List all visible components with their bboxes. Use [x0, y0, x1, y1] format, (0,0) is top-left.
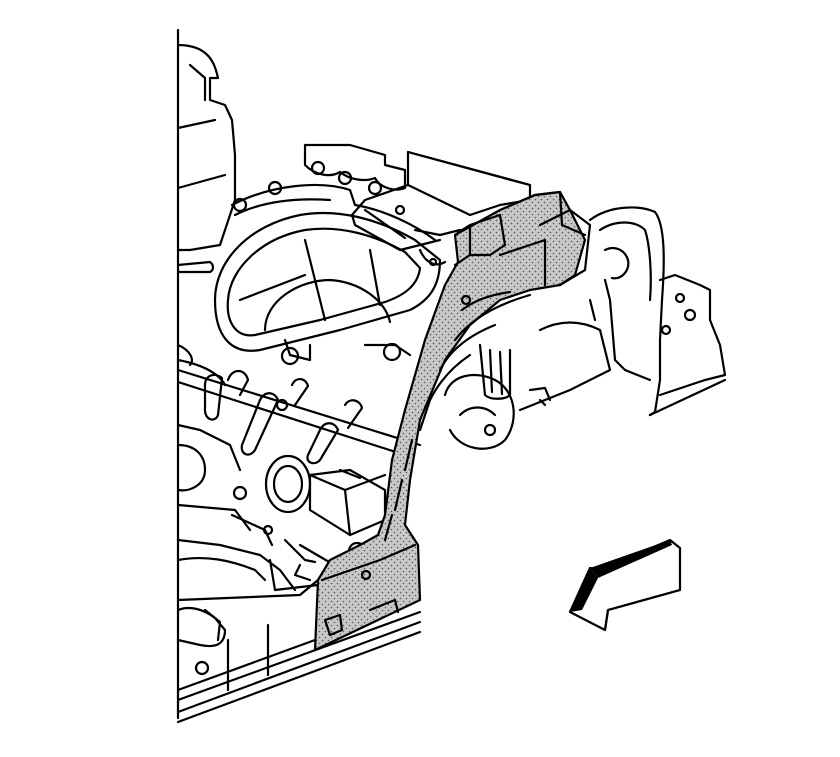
bottom-sill: [176, 558, 422, 724]
rear-floor-section: [176, 423, 387, 592]
highlighted-panel-details: [320, 190, 592, 637]
right-quarter-structure: [443, 206, 727, 450]
left-body-section: [176, 28, 237, 720]
front-direction-arrow-icon: [568, 538, 682, 632]
upper-crossmember: [350, 150, 532, 267]
rear-cross-panel: [176, 368, 422, 465]
highlighted-wheelhouse-panel: [313, 190, 587, 652]
rear-floor-pan: [176, 143, 442, 387]
